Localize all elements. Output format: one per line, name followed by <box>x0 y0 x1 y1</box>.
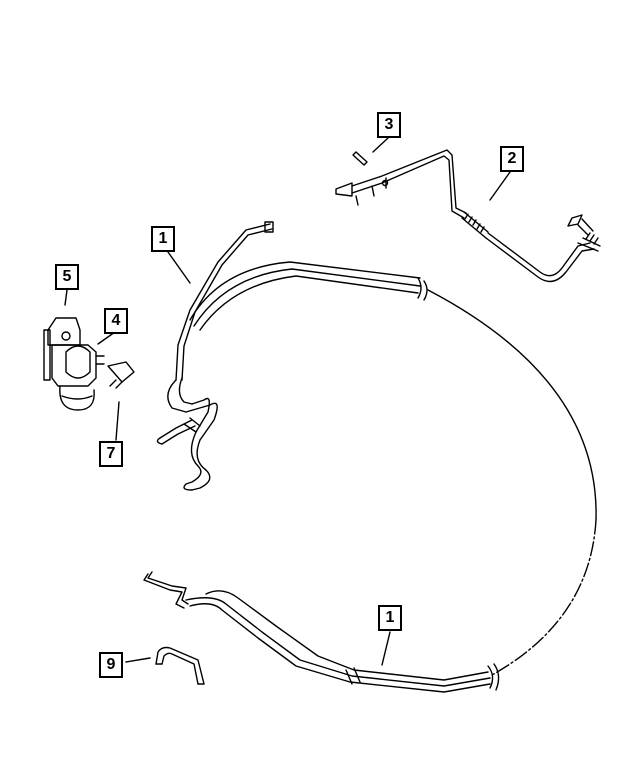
callout-4: 4 <box>104 308 128 334</box>
valve-bracket <box>43 317 105 411</box>
callout-9: 9 <box>99 652 123 678</box>
main-hose-loop <box>156 221 597 676</box>
lower-hose-pair <box>143 571 500 693</box>
leader-lines <box>64 137 511 666</box>
callout-2: 2 <box>500 146 524 172</box>
callout-1-bottom: 1 <box>378 605 402 631</box>
upper-hose-assembly <box>335 149 601 283</box>
callout-7: 7 <box>99 441 123 467</box>
callout-1-top: 1 <box>151 226 175 252</box>
u-hose-part <box>155 646 205 685</box>
pin-part <box>352 151 368 166</box>
callout-3: 3 <box>377 112 401 138</box>
callout-5: 5 <box>55 264 79 290</box>
screw-part <box>107 361 135 389</box>
